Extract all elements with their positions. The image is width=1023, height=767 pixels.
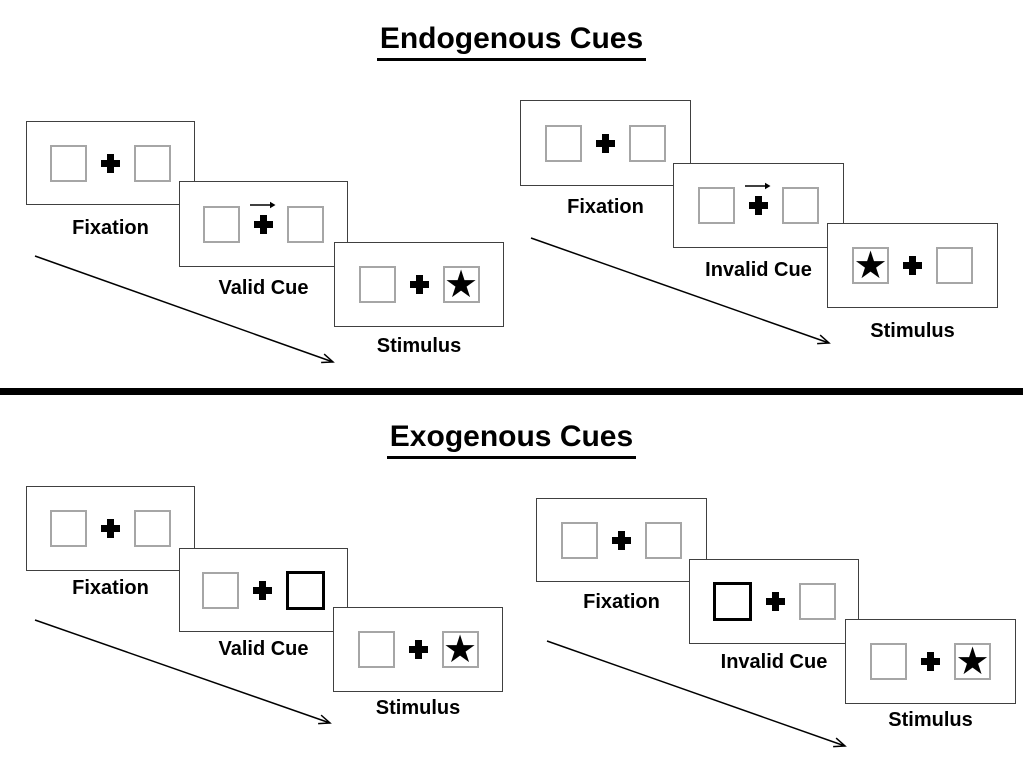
fixation-cross	[596, 133, 615, 153]
stimulus-screen: ★	[334, 242, 504, 327]
left-placeholder-box	[545, 124, 582, 162]
star-stimulus-icon: ★	[442, 626, 478, 671]
plus-icon	[101, 153, 120, 173]
fixation-cross	[903, 256, 922, 275]
right-highlighted-cue-box	[286, 570, 325, 610]
fixation-cross	[921, 652, 940, 671]
right-placeholder-box	[798, 583, 836, 620]
left-placeholder-box	[50, 144, 87, 182]
cue-screen	[673, 163, 844, 248]
stimulus-screen: ★	[827, 223, 998, 308]
right-arrow-cue-icon	[250, 201, 276, 208]
fixation-cross-with-cue	[250, 201, 276, 234]
fixation-cross	[408, 640, 428, 659]
fixation-cross	[101, 519, 120, 538]
left-placeholder-box	[203, 205, 240, 243]
fixation-cross-with-cue	[745, 182, 771, 215]
frame-label: Stimulus	[375, 697, 461, 719]
fixation-cross	[253, 580, 272, 600]
section-title-text: Exogenous Cues	[386, 420, 637, 459]
frame-label: Fixation	[72, 577, 149, 599]
plus-icon	[765, 592, 785, 611]
frame-label: Fixation	[72, 217, 149, 239]
plus-icon	[903, 256, 922, 275]
right-target-box: ★	[441, 626, 479, 671]
section-title-endogenous: Endogenous Cues	[0, 22, 1023, 61]
fixation-screen	[520, 100, 691, 186]
fixation-cross	[101, 153, 120, 173]
frame-label: Invalid Cue	[705, 259, 812, 281]
stimulus-screen: ★	[845, 619, 1016, 704]
right-placeholder-box	[645, 521, 682, 559]
right-placeholder-box	[936, 247, 973, 284]
fixation-screen	[26, 121, 195, 205]
plus-icon	[101, 519, 120, 538]
star-stimulus-icon: ★	[955, 638, 990, 683]
frame-label: Invalid Cue	[720, 651, 828, 673]
star-stimulus-icon: ★	[443, 261, 479, 306]
star-stimulus-icon: ★	[853, 242, 888, 287]
right-target-box: ★	[954, 638, 991, 683]
plus-icon	[749, 196, 768, 215]
fixation-cross	[612, 530, 631, 550]
left-placeholder-box	[698, 187, 735, 224]
frame-label: Valid Cue	[218, 638, 309, 660]
stimulus-screen: ★	[333, 607, 503, 692]
plus-icon	[409, 275, 429, 294]
cue-screen	[179, 548, 348, 632]
right-placeholder-box	[287, 205, 324, 243]
frame-label: Valid Cue	[218, 277, 309, 299]
frame-label: Stimulus	[376, 335, 462, 357]
plus-icon	[253, 580, 272, 600]
frame-label: Stimulus	[888, 709, 973, 731]
right-placeholder-box	[134, 510, 171, 547]
section-title-exogenous: Exogenous Cues	[0, 420, 1023, 459]
section-divider-line	[0, 388, 1023, 395]
left-target-box: ★	[852, 242, 889, 287]
left-placeholder-box	[202, 571, 239, 609]
frame-label: Stimulus	[870, 320, 955, 342]
left-highlighted-cue-box	[712, 582, 752, 621]
plus-icon	[254, 214, 273, 234]
left-placeholder-box	[358, 266, 396, 303]
right-arrow-cue-icon	[745, 182, 771, 190]
fixation-cross	[765, 592, 785, 611]
left-placeholder-box	[50, 510, 87, 547]
plus-icon	[921, 652, 940, 671]
cue-screen	[689, 559, 859, 644]
right-target-box: ★	[442, 261, 480, 306]
right-placeholder-box	[629, 124, 666, 162]
plus-icon	[612, 530, 631, 550]
right-placeholder-box	[782, 187, 819, 224]
plus-icon	[596, 133, 615, 153]
right-placeholder-box	[134, 144, 171, 182]
frame-label: Fixation	[583, 591, 660, 613]
section-title-text: Endogenous Cues	[376, 22, 647, 61]
fixation-cross	[409, 275, 429, 294]
frame-label: Fixation	[567, 196, 644, 218]
fixation-screen	[536, 498, 707, 582]
left-placeholder-box	[561, 521, 598, 559]
cue-screen	[179, 181, 348, 267]
left-placeholder-box	[357, 631, 395, 668]
fixation-screen	[26, 486, 195, 571]
left-placeholder-box	[870, 643, 907, 680]
plus-icon	[408, 640, 428, 659]
